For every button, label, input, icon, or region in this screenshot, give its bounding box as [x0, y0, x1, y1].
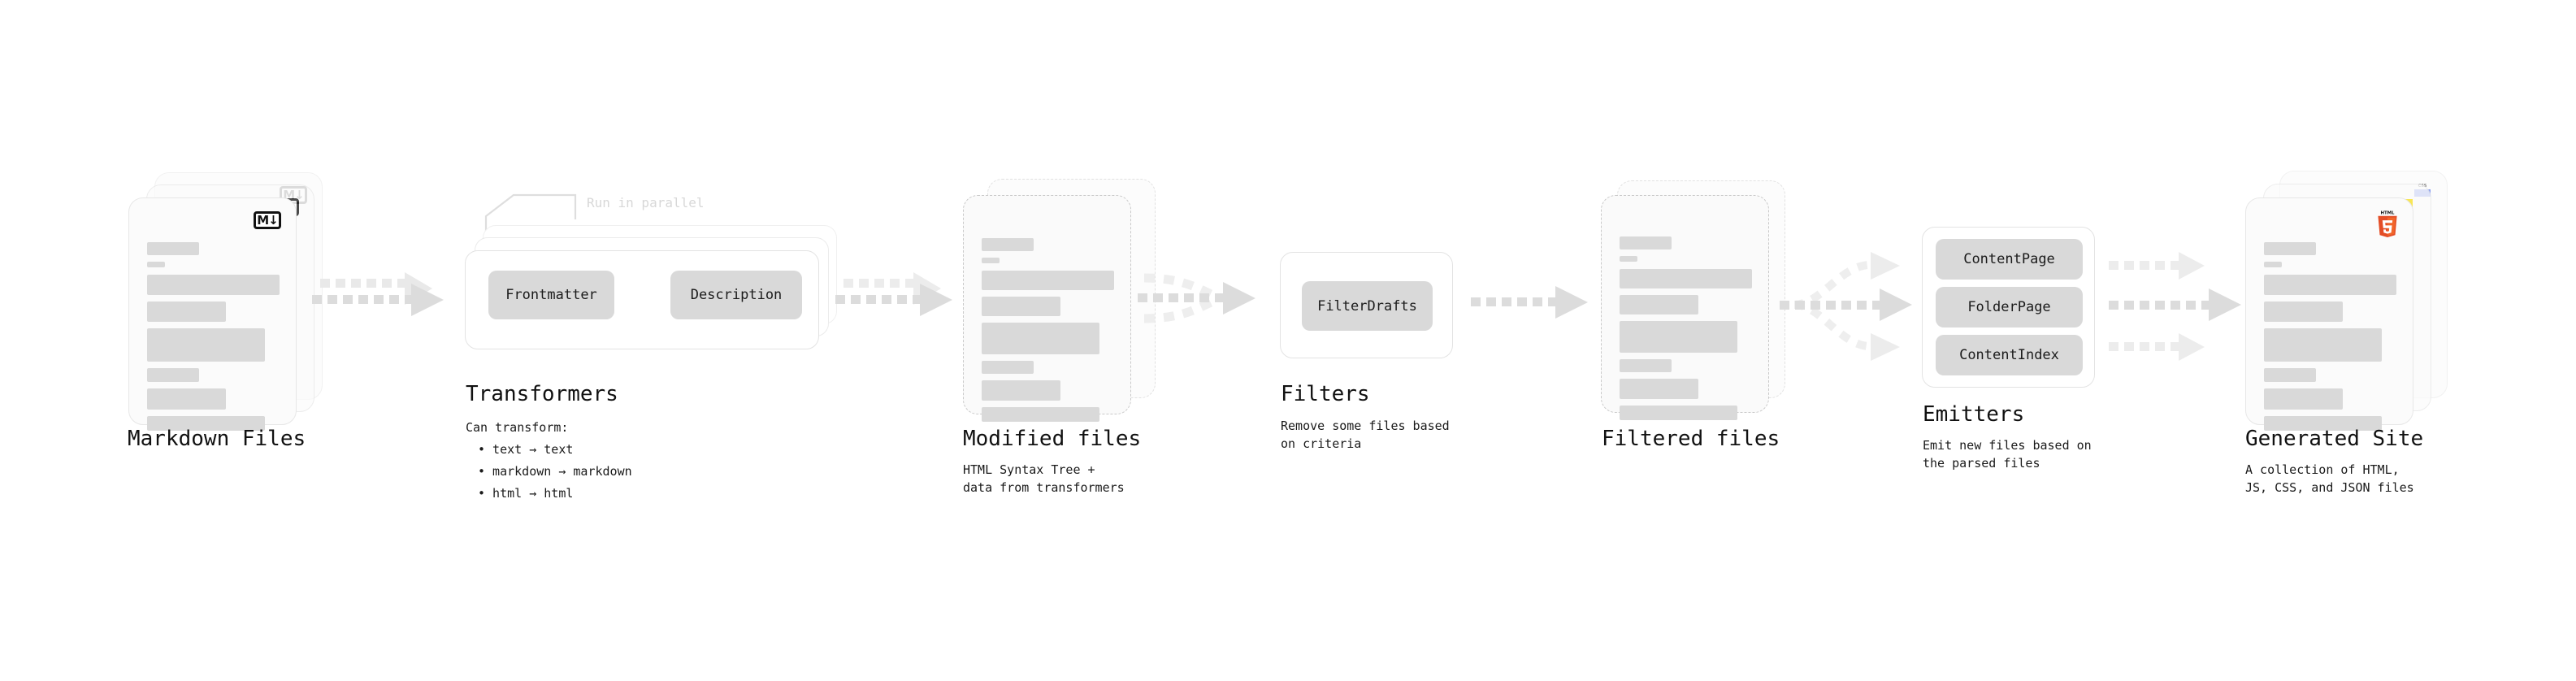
arrow-emitters-to-site	[2109, 252, 2241, 361]
transformers-bullet-1: • markdown → markdown	[478, 464, 632, 479]
arrow-transformers-to-modified	[835, 272, 952, 316]
stage-title-filters: Filters	[1281, 382, 1370, 406]
filtered-card-front	[1601, 195, 1769, 420]
skeleton-line	[147, 242, 199, 255]
skeleton-line	[147, 301, 226, 322]
markdown-icon: M↓	[254, 211, 281, 229]
stage-title-transformers: Transformers	[466, 382, 618, 406]
filters-description: Remove some files based on criteria	[1281, 419, 1450, 451]
skeleton-line	[2264, 275, 2396, 295]
skeleton-line	[982, 407, 1099, 422]
skeleton-line	[2264, 388, 2343, 410]
svg-text:HTML: HTML	[2381, 210, 2396, 215]
skeleton-line	[1620, 256, 1637, 262]
skeleton-line	[1620, 321, 1737, 353]
skeleton-line	[147, 388, 226, 410]
skeleton-line	[1620, 359, 1672, 372]
run-in-parallel-bracket	[484, 193, 577, 241]
skeleton-line	[1620, 379, 1698, 399]
run-in-parallel-note: Run in parallel	[587, 195, 705, 210]
skeleton-line	[982, 271, 1114, 290]
chip-description[interactable]: Description	[670, 271, 802, 319]
chip-folderpage[interactable]: FolderPage	[1936, 287, 2083, 327]
skeleton-line	[147, 328, 265, 362]
stage-title-filtered-files: Filtered files	[1602, 427, 1780, 451]
stage-title-generated-site: Generated Site	[2245, 427, 2424, 451]
transformers-bullet-0: • text → text	[478, 442, 574, 457]
skeleton-line	[2264, 416, 2382, 431]
skeleton-line	[1620, 406, 1737, 420]
skeleton-line	[147, 368, 199, 382]
html5-icon: HTML	[2378, 210, 2397, 237]
modified-files-description: HTML Syntax Tree + data from transformer…	[963, 462, 1125, 495]
transformer-panel-front: Frontmatter Description	[465, 250, 819, 349]
chip-frontmatter[interactable]: Frontmatter	[488, 271, 614, 319]
arrow-markdown-to-transformers	[312, 272, 444, 316]
stage-title-modified-files: Modified files	[963, 427, 1142, 451]
markdown-card-front: M↓	[128, 197, 297, 431]
skeleton-line	[2264, 242, 2316, 255]
skeleton-line	[2264, 368, 2316, 382]
skeleton-line	[147, 275, 280, 295]
transformers-bullet-2: • html → html	[478, 486, 574, 501]
skeleton-line	[1620, 236, 1672, 249]
skeleton-line	[1620, 269, 1752, 288]
modified-card-front	[963, 195, 1131, 422]
chip-contentpage[interactable]: ContentPage	[1936, 239, 2083, 280]
generated-site-description: A collection of HTML, JS, CSS, and JSON …	[2245, 462, 2414, 495]
skeleton-line	[982, 380, 1060, 401]
skeleton-line	[2264, 262, 2282, 267]
arrow-filtered-to-emitters	[1780, 252, 1912, 361]
skeleton-line	[982, 361, 1034, 374]
skeleton-line	[2264, 328, 2382, 362]
skeleton-line	[982, 323, 1099, 354]
chip-contentindex[interactable]: ContentIndex	[1936, 335, 2083, 375]
stage-title-emitters: Emitters	[1923, 402, 2025, 427]
skeleton-line	[147, 416, 265, 431]
transformers-description: Can transform:	[466, 420, 569, 435]
emitters-description: Emit new files based on the parsed files	[1923, 438, 2092, 471]
skeleton-line	[2264, 301, 2343, 322]
skeleton-line	[982, 258, 1000, 263]
skeleton-line	[1620, 295, 1698, 314]
site-card-front: HTML	[2245, 197, 2413, 431]
stage-title-markdown-files: Markdown Files	[128, 427, 306, 451]
arrow-modified-to-filters	[1138, 273, 1255, 323]
skeleton-line	[982, 297, 1060, 316]
emitters-panel: ContentPage FolderPage ContentIndex	[1922, 227, 2095, 388]
skeleton-line	[147, 262, 165, 267]
chip-filterdrafts[interactable]: FilterDrafts	[1302, 281, 1433, 331]
skeleton-line	[982, 238, 1034, 251]
filters-panel: FilterDrafts	[1280, 252, 1453, 358]
arrow-filters-to-filtered	[1471, 286, 1588, 319]
